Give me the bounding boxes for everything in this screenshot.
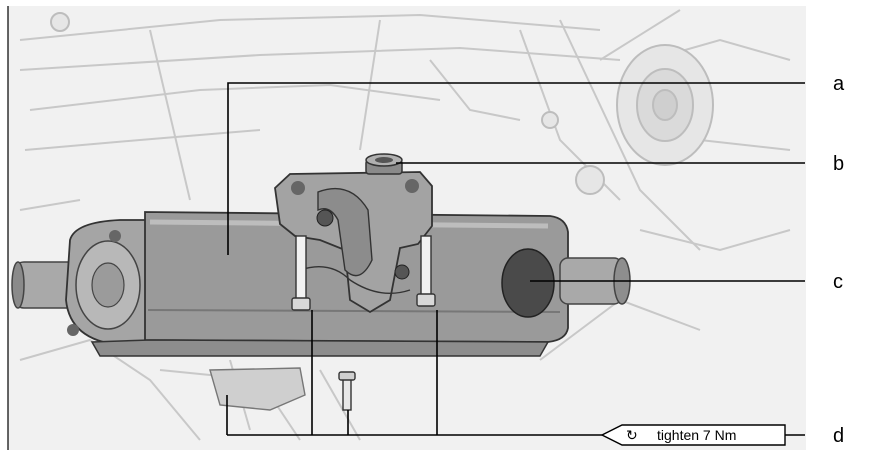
callout-d: d xyxy=(833,425,844,447)
callout-a: a xyxy=(833,73,845,95)
rotate-clockwise-icon: ↻ xyxy=(626,427,638,443)
top-fitting-b xyxy=(365,153,403,175)
torque-note-tag: ↻ tighten 7 Nm xyxy=(600,424,786,446)
torque-note-text: tighten 7 Nm xyxy=(657,427,736,443)
pump-assembly xyxy=(11,153,631,411)
callout-b: b xyxy=(833,153,844,175)
background-chassis-linework xyxy=(19,9,791,441)
background-roller-wheel xyxy=(50,12,714,195)
leader-a xyxy=(227,82,805,255)
outlet-port-c xyxy=(501,248,555,318)
callout-labels: a b c d xyxy=(833,73,845,447)
leader-lines xyxy=(226,82,805,436)
lower-bracket xyxy=(209,367,306,411)
mounting-bolts xyxy=(291,235,436,411)
callout-c: c xyxy=(833,271,843,293)
